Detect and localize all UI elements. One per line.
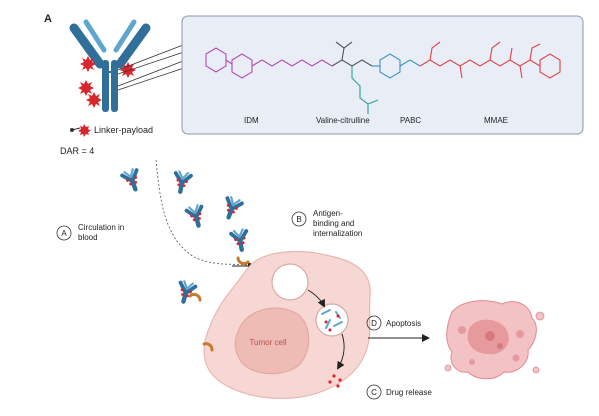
svg-text:C: C xyxy=(371,388,377,397)
structure-label-idm: IDM xyxy=(244,116,259,125)
svg-text:D: D xyxy=(371,319,377,328)
structure-box xyxy=(181,15,584,135)
small-antibody-icon xyxy=(184,204,204,228)
step-d-badge: D xyxy=(366,315,382,331)
step-d-text: Apoptosis xyxy=(386,319,421,328)
endosome-internalized xyxy=(271,263,309,301)
small-antibody-icon xyxy=(173,170,193,194)
legend-linker-payload: Linker-payload xyxy=(94,125,153,135)
structure-label-pabc: PABC xyxy=(400,116,421,125)
step-c-badge: C xyxy=(366,384,382,400)
small-antibody-icon xyxy=(120,168,139,192)
antigen-receptors xyxy=(188,256,250,352)
small-antibody-icon xyxy=(225,196,244,220)
payload-stars xyxy=(78,56,136,108)
step-c-text: Drug release xyxy=(386,388,432,397)
pabc-structure xyxy=(372,53,421,79)
structure-label-mmae: MMAE xyxy=(484,116,508,125)
internalization-arrow xyxy=(307,289,325,308)
lysosome xyxy=(315,303,349,337)
antibody-large-icon xyxy=(69,19,151,112)
mmae-structure xyxy=(419,41,561,79)
trajectory-path xyxy=(155,159,251,267)
tumor-cell-label: Tumor cell xyxy=(249,338,286,347)
chemical-structure xyxy=(205,41,561,114)
nucleus xyxy=(234,307,310,375)
svg-text:A: A xyxy=(61,229,67,238)
step-a-badge: A xyxy=(56,225,72,241)
linker-payload-legend-icon xyxy=(70,124,91,137)
small-antibody-icon xyxy=(229,228,249,252)
citrulline-structure xyxy=(351,66,379,114)
svg-text:B: B xyxy=(296,215,301,224)
step-b-badge: B xyxy=(291,211,307,227)
small-antibody-icon xyxy=(178,280,198,304)
structure-label-valcit: Valine-citrulline xyxy=(316,116,370,125)
apoptotic-cell xyxy=(444,300,545,380)
panel-label: A xyxy=(44,13,52,25)
release-arrow xyxy=(336,333,345,370)
step-b-text-line3: internalization xyxy=(313,229,362,238)
step-b-text-line2: binding and xyxy=(313,219,354,228)
released-payload-dots xyxy=(324,314,342,388)
step-b-text-line1: Antigen- xyxy=(313,209,343,218)
step-a-text-line2: blood xyxy=(78,233,98,242)
idm-structure xyxy=(205,47,333,79)
legend-dar: DAR = 4 xyxy=(60,146,94,156)
step-a-text-line1: Circulation in xyxy=(78,223,124,232)
